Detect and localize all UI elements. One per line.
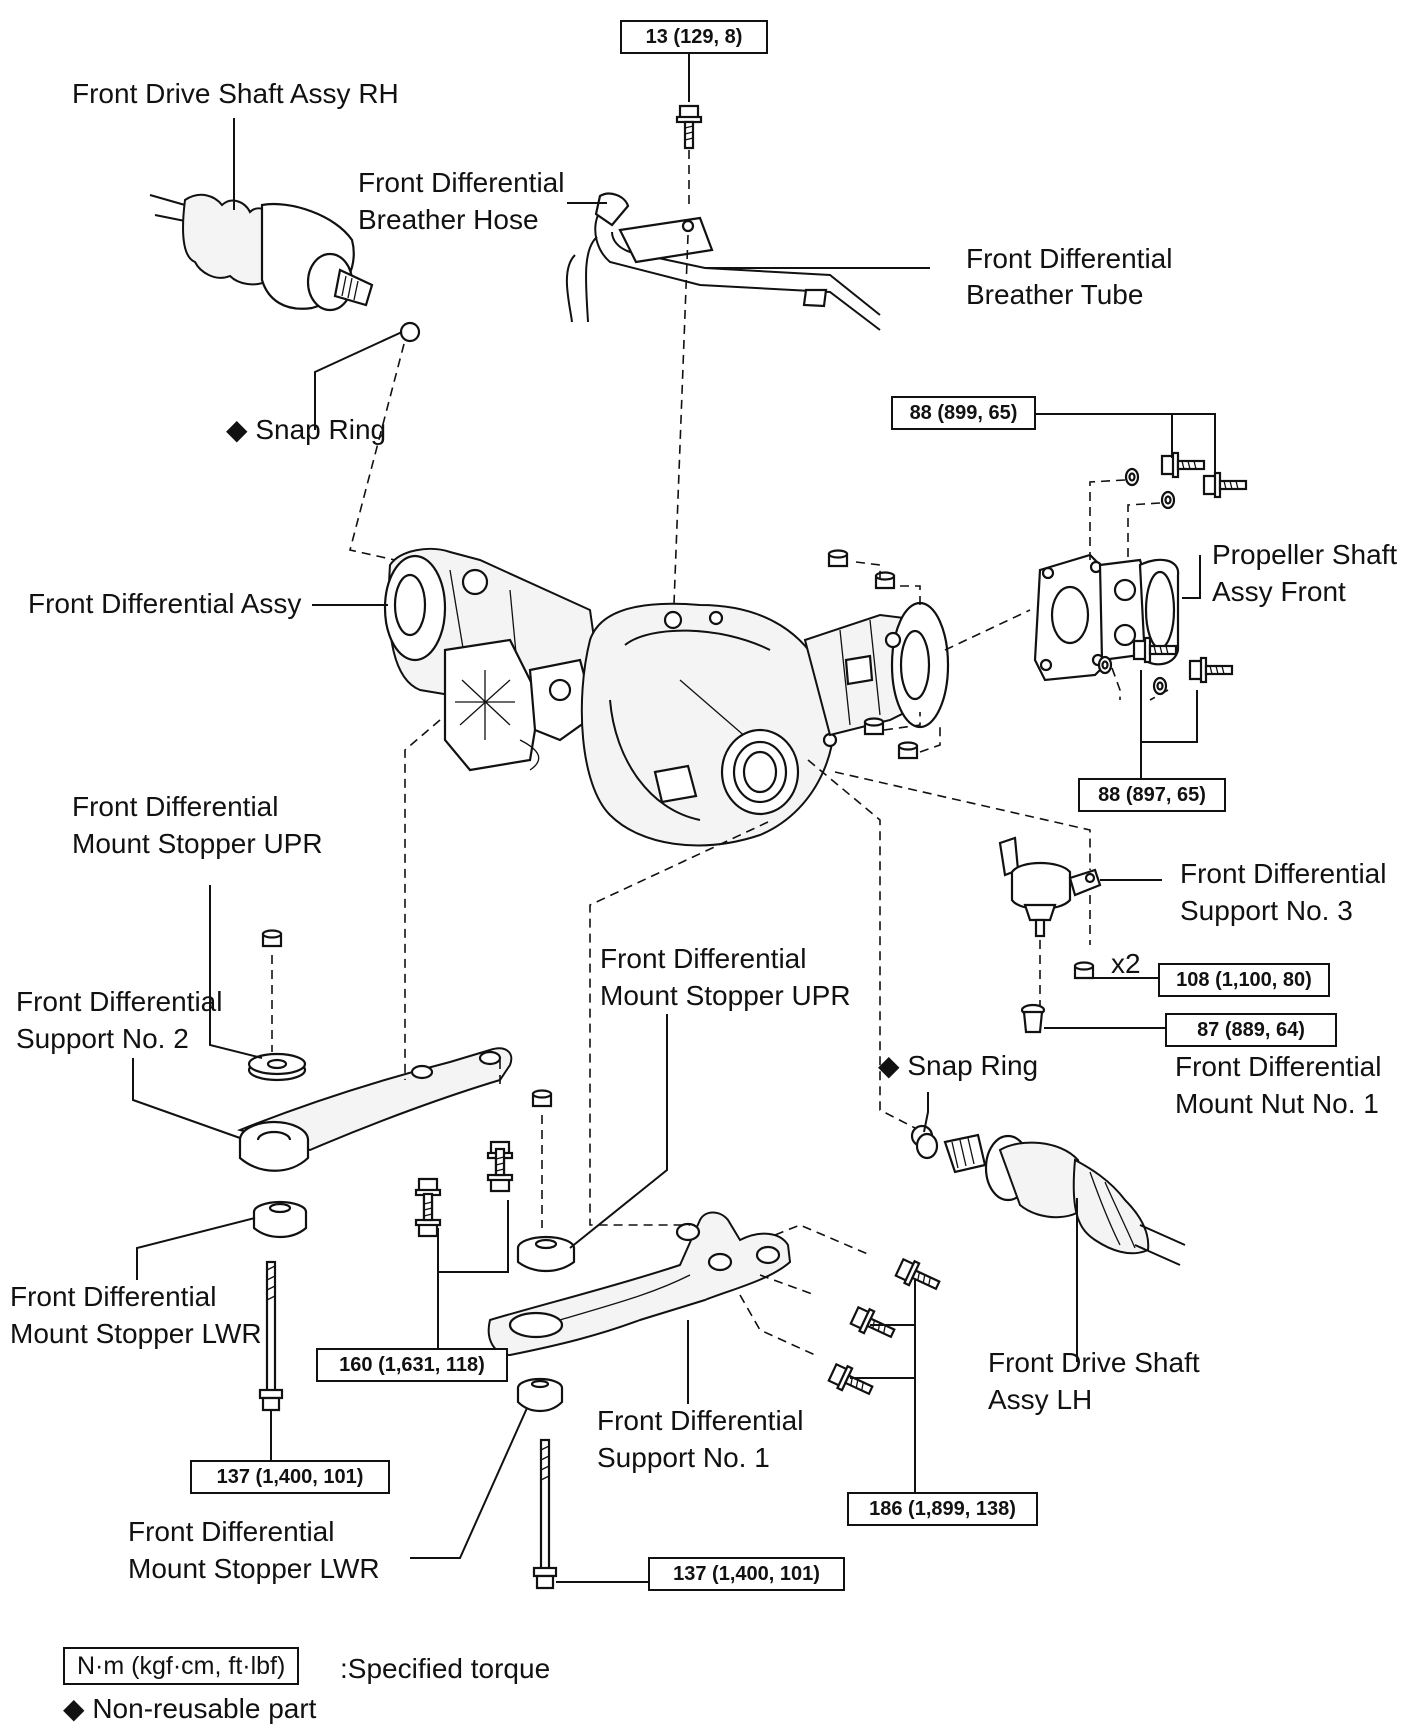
stopper-lwr-mid-icon — [516, 1377, 564, 1413]
label-mount-nut-line2: Mount Nut No. 1 — [1175, 1088, 1379, 1119]
label-diff-assy: Front Differential Assy — [28, 588, 302, 619]
torque-box-137-left: 137 (1,400, 101) — [190, 1460, 390, 1494]
torque-box-13: 13 (129, 8) — [620, 20, 768, 54]
legend-torque-unit-box: N·m (kgf·cm, ft·lbf) — [63, 1647, 300, 1685]
label-stopper-lwr-left-line2: Mount Stopper LWR — [10, 1318, 262, 1349]
label-support2-line1: Front Differential — [16, 986, 223, 1017]
breather-tube-drawing — [565, 192, 881, 331]
label-snap-ring-upper-text: Snap Ring — [255, 414, 387, 445]
support1-bolt-icon — [826, 1360, 877, 1403]
bolt-icon — [414, 1192, 442, 1238]
legend-nonreusable: ◆ Non-reusable part — [63, 1692, 316, 1726]
washer-icon — [1124, 467, 1140, 487]
label-support3-line1: Front Differential — [1180, 858, 1387, 889]
flange-nut-icon — [897, 741, 919, 760]
prop-bolt-icon — [1188, 656, 1234, 684]
prop-bolt-icon — [1160, 451, 1206, 479]
torque-box-88-899: 88 (899, 65) — [891, 396, 1036, 430]
washer-icon — [1097, 655, 1113, 675]
stopper-upr-mid-icon — [516, 1235, 576, 1273]
snap-ring-lower-icon — [915, 1132, 939, 1160]
stopper-nut-icon — [531, 1089, 553, 1108]
drive-shaft-lh-drawing — [910, 1124, 1186, 1266]
label-support3-line2: Support No. 3 — [1180, 895, 1353, 926]
label-breather-tube-line1: Front Differential — [966, 243, 1173, 274]
prop-bolt-icon — [1202, 471, 1248, 499]
torque-box-160: 160 (1,631, 118) — [316, 1348, 508, 1382]
label-mount-nut-line1: Front Differential — [1175, 1051, 1382, 1082]
long-stud-left-icon — [258, 1260, 284, 1412]
label-stopper-upr-mid-line2: Mount Stopper UPR — [600, 980, 851, 1011]
top-bolt-icon — [675, 104, 703, 150]
label-prop-shaft-line1: Propeller Shaft — [1212, 539, 1398, 570]
label-support1-line1: Front Differential — [597, 1405, 804, 1436]
label-prop-shaft-line2: Assy Front — [1212, 576, 1346, 607]
flange-nut-icon — [827, 549, 849, 568]
label-drive-shaft-rh: Front Drive Shaft Assy RH — [72, 78, 399, 109]
label-snap-ring-upper: ◆ Snap Ring — [226, 411, 386, 448]
torque-box-108: 108 (1,100, 80) — [1158, 963, 1330, 997]
stopper-lwr-left-icon — [252, 1200, 308, 1239]
label-stopper-upr-left-line1: Front Differential — [72, 791, 279, 822]
propeller-shaft-drawing — [1033, 553, 1180, 682]
label-x2: x2 — [1111, 948, 1141, 979]
label-breather-hose-line1: Front Differential — [358, 167, 565, 198]
flange-nut-icon — [874, 571, 896, 590]
torque-box-137-mid: 137 (1,400, 101) — [648, 1557, 845, 1591]
label-stopper-lwr-left-line1: Front Differential — [10, 1281, 217, 1312]
label-support1-line2: Support No. 1 — [597, 1442, 770, 1473]
support-no3-drawing — [998, 836, 1102, 938]
label-breather-hose-line2: Breather Hose — [358, 204, 539, 235]
label-drive-shaft-lh-line1: Front Drive Shaft — [988, 1347, 1200, 1378]
mount-nut-no1-icon — [1020, 1003, 1046, 1034]
label-support2-line2: Support No. 2 — [16, 1023, 189, 1054]
label-stopper-upr-left-line2: Mount Stopper UPR — [72, 828, 323, 859]
support-no2-drawing — [236, 1047, 513, 1172]
label-snap-ring-lower-text: Snap Ring — [907, 1050, 1039, 1081]
nonreusable-marker-icon: ◆ — [226, 414, 248, 445]
front-differential-assy-drawing — [383, 547, 950, 847]
torque-box-88-897: 88 (897, 65) — [1078, 778, 1226, 812]
label-stopper-lwr-mid-line1: Front Differential — [128, 1516, 335, 1547]
support2-nut-icon — [261, 929, 283, 948]
support3-bolt-icon — [1073, 961, 1095, 980]
label-stopper-upr-mid-line1: Front Differential — [600, 943, 807, 974]
long-stud-mid-icon — [532, 1438, 558, 1590]
flange-nut-icon — [863, 717, 885, 736]
legend-torque-description: :Specified torque — [340, 1653, 551, 1684]
torque-box-87: 87 (889, 64) — [1165, 1013, 1337, 1047]
label-stopper-lwr-mid-line2: Mount Stopper LWR — [128, 1553, 380, 1584]
support1-bolt-icon — [893, 1255, 944, 1298]
label-drive-shaft-lh-line2: Assy LH — [988, 1384, 1093, 1415]
label-snap-ring-lower: ◆ Snap Ring — [878, 1047, 1038, 1084]
torque-box-186: 186 (1,899, 138) — [847, 1492, 1038, 1526]
support-no1-drawing — [487, 1211, 792, 1357]
nonreusable-marker-icon: ◆ — [878, 1050, 900, 1081]
drive-shaft-rh-drawing — [149, 193, 421, 343]
washer-icon — [1160, 490, 1176, 510]
legend-nonreusable-text: Non-reusable part — [92, 1693, 317, 1724]
label-breather-tube-line2: Breather Tube — [966, 279, 1144, 310]
nonreusable-marker-icon: ◆ — [63, 1693, 85, 1724]
